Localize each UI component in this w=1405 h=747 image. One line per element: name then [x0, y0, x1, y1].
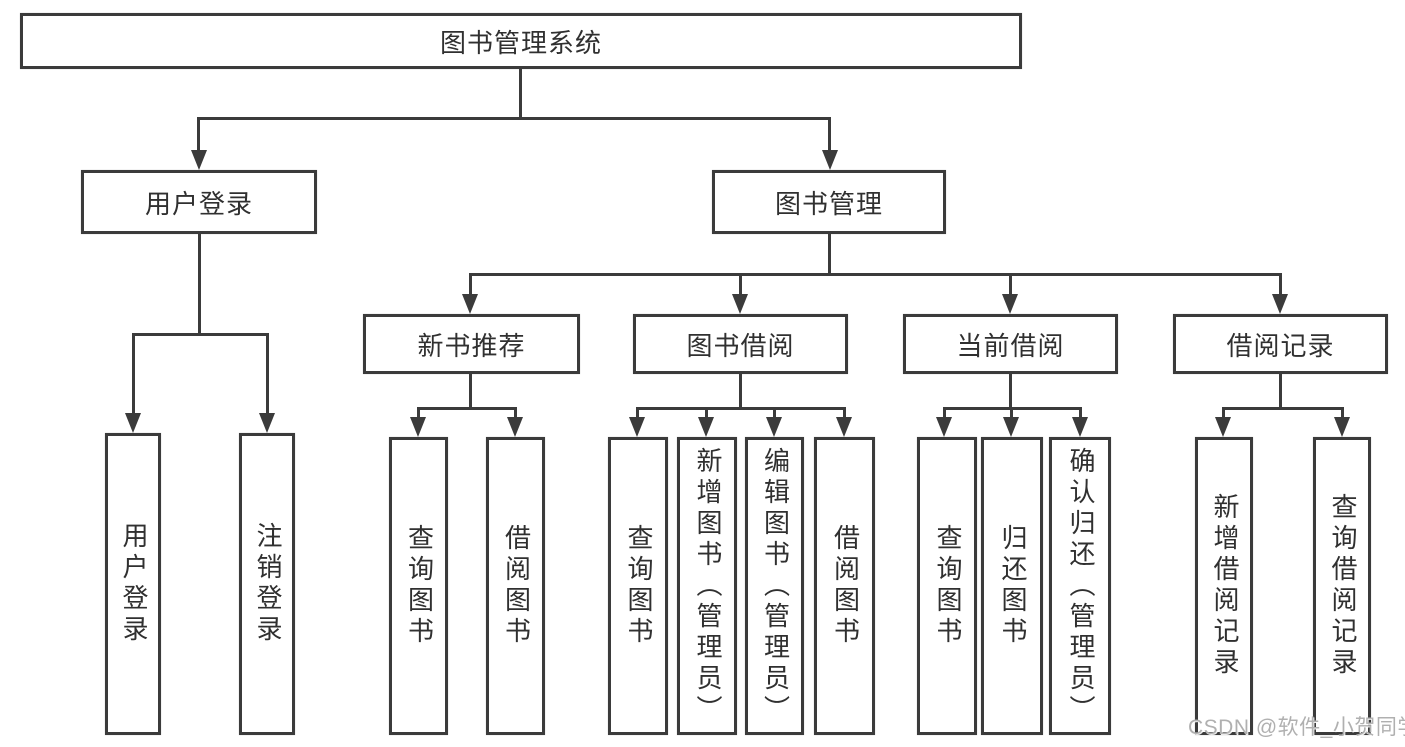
leaf-add-books-admin: 新增图书（管理员）	[677, 437, 737, 735]
connector-line	[636, 407, 846, 410]
connector-line	[773, 407, 776, 419]
leaf-confirm-return-admin: 确认归还（管理员）	[1049, 437, 1111, 735]
connector-line	[1010, 407, 1013, 419]
connector-line	[417, 407, 517, 410]
leaf-user-login: 用户登录	[105, 433, 161, 735]
leaf-label: 查询图书	[404, 524, 435, 648]
node-user-login: 用户登录	[81, 170, 317, 234]
connector-line	[514, 407, 517, 419]
connector-line	[1279, 374, 1282, 407]
leaf-label: 查询图书	[623, 524, 654, 648]
arrow-down-icon	[936, 417, 952, 437]
leaf-label: 借阅图书	[830, 524, 861, 648]
connector-line	[739, 273, 742, 296]
arrow-down-icon	[1002, 294, 1018, 314]
connector-line	[1222, 407, 1344, 410]
arrow-down-icon	[462, 294, 478, 314]
leaf-edit-books-admin: 编辑图书（管理员）	[745, 437, 804, 735]
connector-line	[132, 333, 269, 336]
node-borrowing-records: 借阅记录	[1173, 314, 1388, 374]
leaf-label: 借阅图书	[501, 524, 532, 648]
arrow-down-icon	[410, 417, 426, 437]
connector-line	[469, 273, 1282, 276]
connector-line	[1222, 407, 1225, 419]
connector-line	[197, 117, 831, 120]
connector-line	[636, 407, 639, 419]
connector-line	[1341, 407, 1344, 419]
connector-line	[705, 407, 708, 419]
connector-line	[519, 69, 522, 117]
arrow-down-icon	[766, 417, 782, 437]
leaf-add-borrow-record: 新增借阅记录	[1195, 437, 1253, 735]
arrow-down-icon	[836, 417, 852, 437]
leaf-label: 用户登录	[118, 522, 149, 646]
arrow-down-icon	[1334, 417, 1350, 437]
node-label: 借阅记录	[1226, 330, 1335, 361]
leaf-query-books-recommendation: 查询图书	[389, 437, 448, 735]
arrow-down-icon	[1272, 294, 1288, 314]
leaf-label: 归还图书	[997, 524, 1028, 648]
leaf-label: 新增借阅记录	[1209, 493, 1240, 679]
connector-line	[417, 407, 420, 419]
connector-line	[843, 407, 846, 419]
connector-line	[197, 117, 200, 152]
leaf-borrow-books-recommendation: 借阅图书	[486, 437, 545, 735]
arrow-down-icon	[259, 413, 275, 433]
node-label: 图书管理	[774, 188, 883, 219]
arrow-down-icon	[1003, 417, 1019, 437]
connector-line	[828, 117, 831, 152]
leaf-query-books-current: 查询图书	[917, 437, 977, 735]
connector-line	[1079, 407, 1082, 419]
connector-line	[1009, 273, 1012, 296]
watermark-csdn: CSDN @软件_小贺同学	[1188, 716, 1405, 739]
connector-line	[469, 374, 472, 407]
arrow-down-icon	[698, 417, 714, 437]
leaf-label: 新增图书（管理员）	[692, 446, 723, 726]
node-label: 图书管理系统	[439, 27, 602, 58]
node-label: 图书借阅	[686, 330, 795, 361]
leaf-return-books: 归还图书	[981, 437, 1043, 735]
connector-line	[828, 234, 831, 273]
leaf-borrow-books-borrowing: 借阅图书	[814, 437, 875, 735]
node-label: 新书推荐	[417, 330, 526, 361]
node-library-management-system: 图书管理系统	[20, 13, 1022, 69]
node-book-borrowing: 图书借阅	[633, 314, 848, 374]
connector-line	[266, 333, 269, 415]
node-book-management: 图书管理	[712, 170, 946, 234]
arrow-down-icon	[629, 417, 645, 437]
node-current-borrowing: 当前借阅	[903, 314, 1118, 374]
arrow-down-icon	[1215, 417, 1231, 437]
node-label: 当前借阅	[956, 330, 1065, 361]
arrow-down-icon	[507, 417, 523, 437]
leaf-query-borrow-record: 查询借阅记录	[1313, 437, 1371, 735]
leaf-logout: 注销登录	[239, 433, 295, 735]
connector-line	[1009, 374, 1012, 407]
leaf-query-books-borrowing: 查询图书	[608, 437, 668, 735]
leaf-label: 查询借阅记录	[1327, 493, 1358, 679]
arrow-down-icon	[822, 150, 838, 170]
arrow-down-icon	[191, 150, 207, 170]
leaf-label: 编辑图书（管理员）	[760, 446, 791, 726]
node-label: 用户登录	[144, 188, 253, 219]
leaf-label: 查询图书	[932, 524, 963, 648]
connector-line	[943, 407, 946, 419]
connector-line	[198, 234, 201, 333]
connector-line	[739, 374, 742, 407]
node-new-book-recommendation: 新书推荐	[363, 314, 580, 374]
arrow-down-icon	[1072, 417, 1088, 437]
connector-line	[469, 273, 472, 296]
leaf-label: 注销登录	[252, 522, 283, 646]
arrow-down-icon	[732, 294, 748, 314]
leaf-label: 确认归还（管理员）	[1065, 446, 1096, 726]
connector-line	[132, 333, 135, 415]
arrow-down-icon	[125, 413, 141, 433]
connector-line	[1279, 273, 1282, 296]
